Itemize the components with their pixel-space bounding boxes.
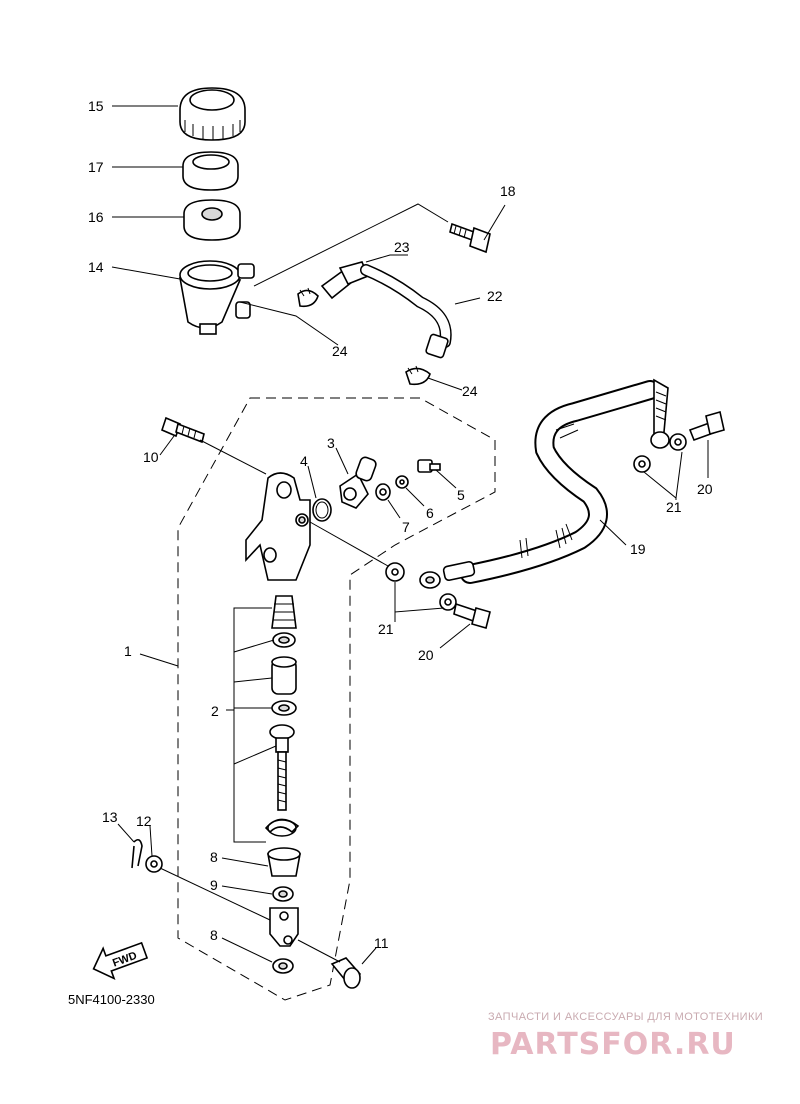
- callout-21-left: 21: [378, 621, 394, 637]
- callout-14: 14: [88, 259, 104, 275]
- fwd-arrow-icon: FWD: [92, 941, 149, 980]
- bolt: [449, 222, 491, 254]
- washer: [439, 593, 457, 611]
- reservoir-tank: [179, 260, 255, 335]
- bolt: [161, 416, 205, 444]
- washer: [385, 562, 405, 582]
- watermark-brand: PARTSFOR.RU: [490, 1027, 736, 1062]
- callout-19: 19: [630, 541, 646, 557]
- callout-20-left: 20: [418, 647, 434, 663]
- cotter-pin: [131, 838, 143, 869]
- callout-16: 16: [88, 209, 104, 225]
- callout-20-right: 20: [697, 481, 713, 497]
- callout-6: 6: [426, 505, 434, 521]
- cup: [272, 632, 296, 648]
- spring: [271, 595, 297, 629]
- callout-13: 13: [102, 809, 118, 825]
- diagram-code: 5NF4100-2330: [68, 992, 155, 1007]
- circlip: [264, 818, 300, 837]
- washer: [669, 433, 687, 451]
- hose-clip: [297, 287, 319, 308]
- callout-2: 2: [211, 703, 219, 719]
- piston: [271, 656, 297, 695]
- callout-21-right: 21: [666, 499, 682, 515]
- reservoir-hose: [320, 261, 452, 359]
- callout-22: 22: [487, 288, 503, 304]
- reservoir-cap: [179, 87, 246, 141]
- callout-4: 4: [300, 453, 308, 469]
- callout-8-bottom: 8: [210, 927, 218, 943]
- clevis-pin: [330, 957, 362, 989]
- brake-hose: [419, 378, 670, 589]
- hose-joint: [339, 456, 377, 509]
- o-ring: [312, 498, 332, 522]
- callout-9: 9: [210, 877, 218, 893]
- clevis: [269, 907, 299, 947]
- callout-24-right: 24: [462, 383, 478, 399]
- callout-23: 23: [394, 239, 410, 255]
- assembly-boundary: [177, 397, 496, 1001]
- diaphragm-plate: [183, 199, 241, 241]
- screw: [417, 459, 441, 473]
- callout-11: 11: [374, 935, 389, 951]
- hose-clip: [405, 365, 431, 386]
- washer: [633, 455, 651, 473]
- callout-8-top: 8: [210, 849, 218, 865]
- push-rod: [269, 724, 295, 811]
- nut: [272, 958, 294, 974]
- callout-12: 12: [136, 813, 152, 829]
- callout-5: 5: [457, 487, 465, 503]
- callout-24-left: 24: [332, 343, 348, 359]
- callout-10: 10: [143, 449, 159, 465]
- callout-15: 15: [88, 98, 104, 114]
- diaphragm: [182, 151, 239, 191]
- washer: [395, 475, 409, 489]
- cup: [271, 700, 297, 716]
- callout-18: 18: [500, 183, 516, 199]
- nut: [272, 886, 294, 902]
- master-cylinder-body: [245, 472, 311, 581]
- boot: [267, 847, 301, 877]
- callout-17: 17: [88, 159, 104, 175]
- washer: [145, 855, 163, 873]
- bolt: [688, 410, 725, 442]
- watermark-tagline: ЗАПЧАСТИ И АКСЕССУАРЫ ДЛЯ МОТОТЕХНИКИ: [488, 1011, 763, 1023]
- washer: [375, 483, 391, 501]
- bolt: [453, 602, 491, 629]
- callout-7: 7: [402, 519, 410, 535]
- callout-3: 3: [327, 435, 335, 451]
- callout-1: 1: [124, 643, 132, 659]
